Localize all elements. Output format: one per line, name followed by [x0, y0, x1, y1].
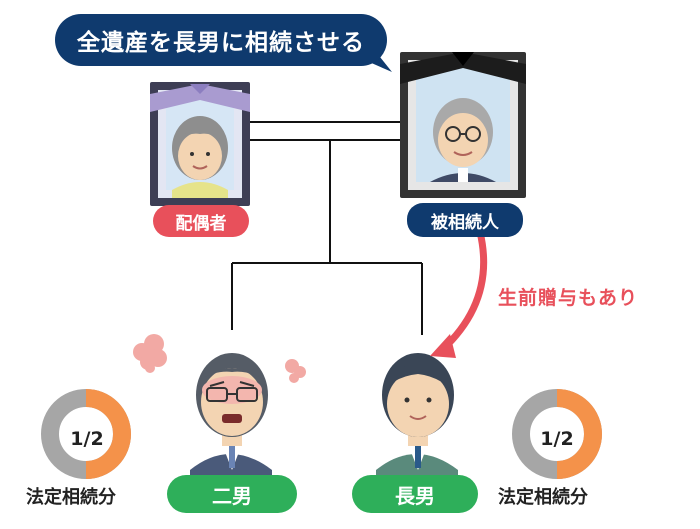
share-donut-right — [512, 389, 602, 479]
spouse-label: 配偶者 — [153, 205, 249, 237]
eldest-son-illustration — [376, 353, 458, 476]
deceased-label: 被相続人 — [407, 203, 523, 237]
share-fraction-right: 1/2 — [540, 428, 574, 450]
deceased-portrait — [400, 52, 526, 198]
share-fraction-left: 1/2 — [70, 428, 104, 450]
spouse-face — [178, 132, 222, 180]
deceased-face — [438, 113, 488, 167]
donut-fill-left — [85, 389, 131, 479]
eldest-son-label: 長男 — [352, 475, 478, 513]
anger-cloud-icon — [133, 334, 306, 383]
gift-arrow — [438, 228, 488, 354]
black-ribbon — [400, 52, 526, 84]
legal-share-label-right: 法定相続分 — [498, 487, 588, 508]
second-son-illustration — [190, 353, 272, 476]
donut-fill-right — [556, 389, 602, 479]
mourning-ribbon — [150, 84, 250, 112]
will-speech-bubble: 全遺産を長男に相続させる — [55, 14, 387, 66]
legal-share-label-left: 法定相続分 — [26, 487, 116, 508]
spouse-portrait — [150, 82, 250, 206]
second-son-label: 二男 — [167, 475, 297, 513]
family-tree-lines — [231, 121, 423, 335]
gift-arrow-head — [430, 334, 456, 358]
share-donut-left — [41, 389, 131, 479]
gift-note: 生前贈与もあり — [498, 287, 639, 309]
